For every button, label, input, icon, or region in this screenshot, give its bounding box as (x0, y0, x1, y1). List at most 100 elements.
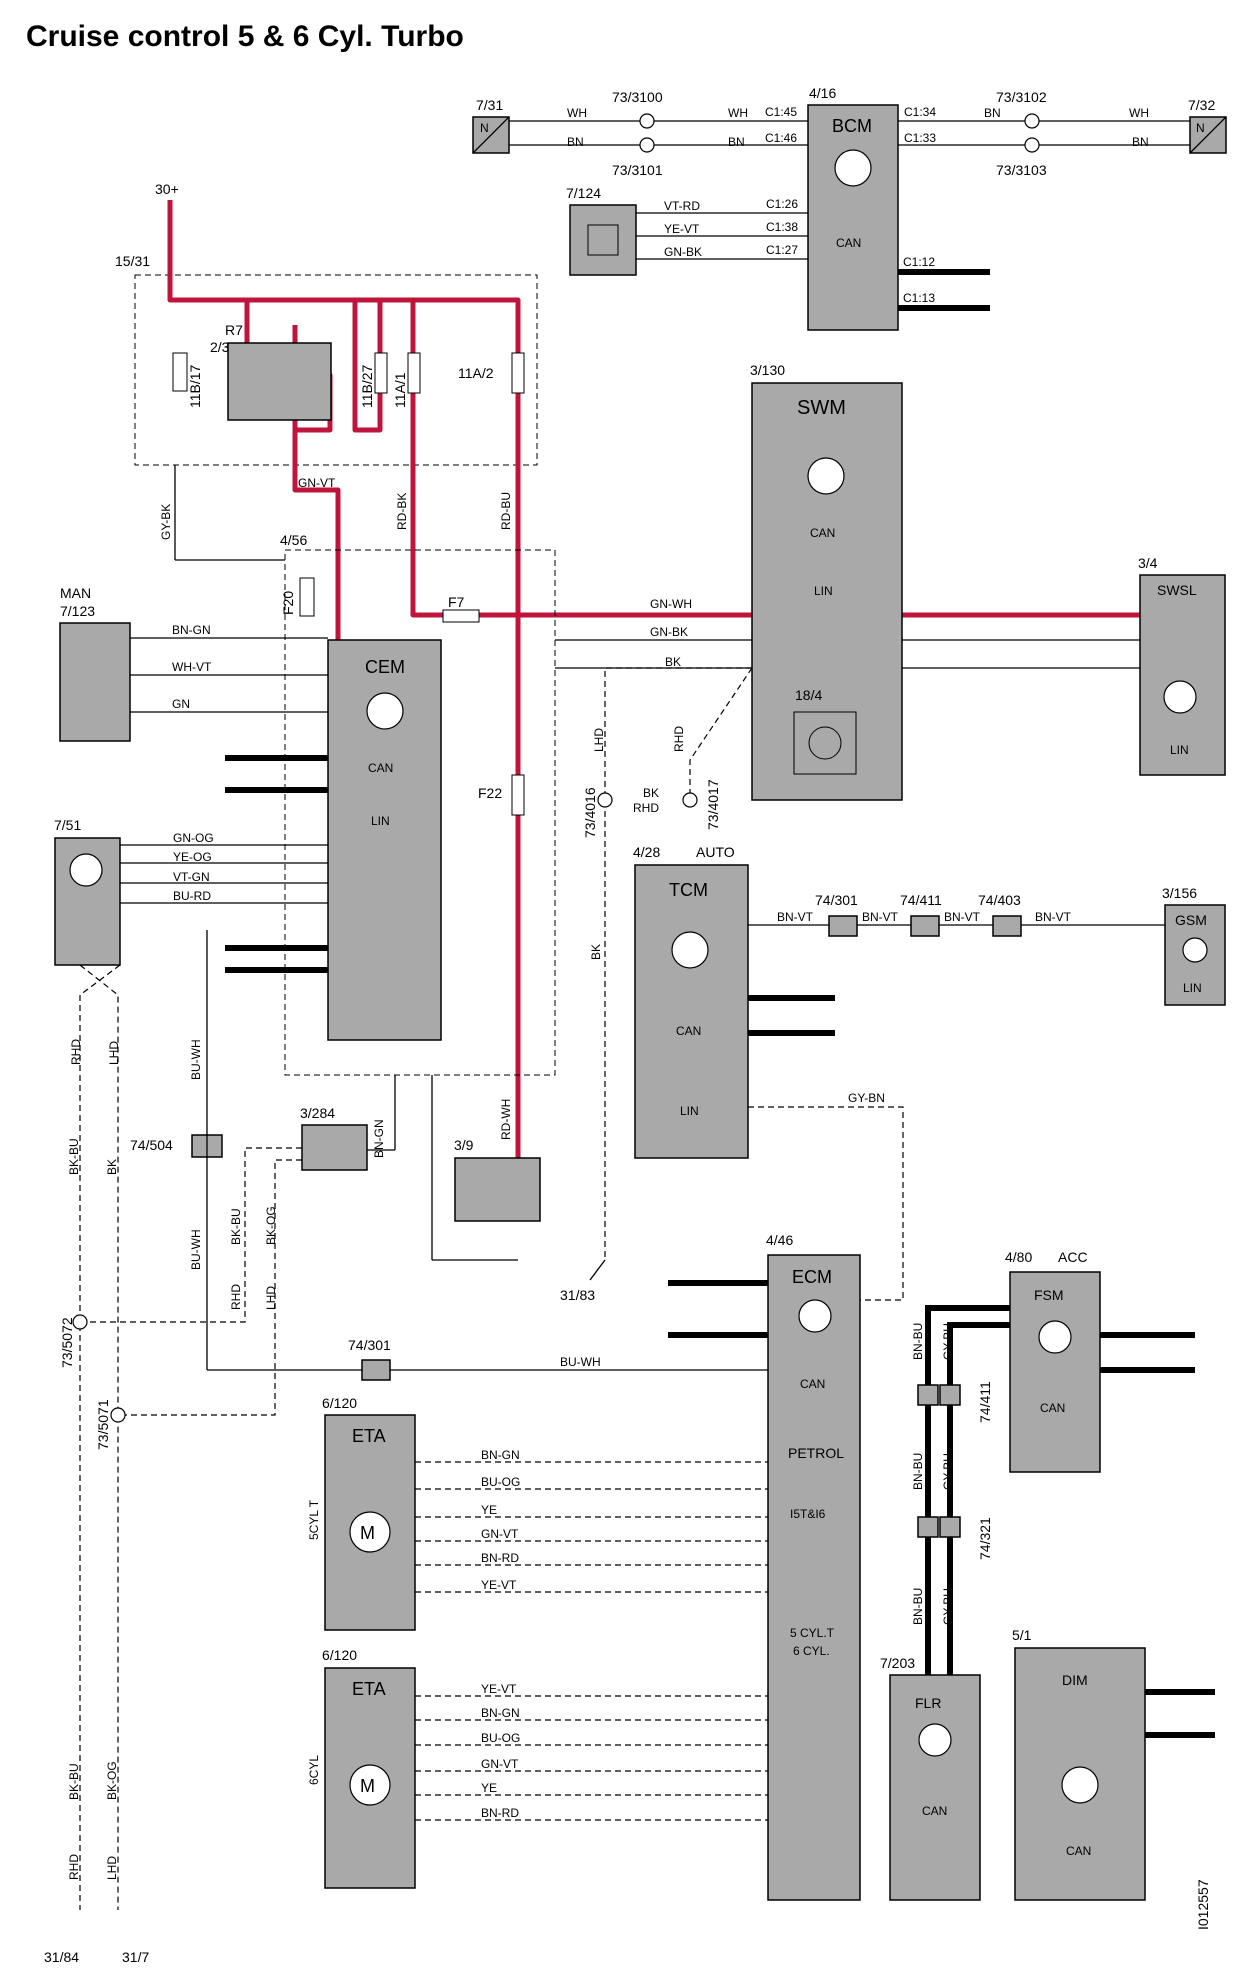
svg-text:C1:46: C1:46 (765, 131, 797, 145)
sensor-7-124: 7/124 VT-RD YE-VT GN-BK C1:26 C1:38 C1:2… (566, 185, 808, 276)
wire-label: BN-VT (862, 910, 899, 924)
wire-label: GY-BU (941, 1453, 955, 1490)
ecm-engine: I5T&I6 (790, 1507, 826, 1521)
dim-name: DIM (1062, 1672, 1088, 1688)
ecm-cyl1: 5 CYL.T (790, 1626, 835, 1640)
ecm-name: ECM (792, 1267, 832, 1287)
wire-label: BN-GN (172, 623, 211, 637)
gsm-name: GSM (1175, 912, 1207, 928)
transistor-icon (918, 1723, 952, 1757)
wire-label: YE-VT (664, 222, 700, 236)
splice-label: 73/5072 (59, 1317, 75, 1368)
wire-label: BN-VT (777, 910, 814, 924)
wire-label: BK (643, 786, 659, 800)
connector-label: 74/411 (977, 1381, 993, 1423)
wire-label: RHD (229, 1284, 243, 1310)
wire-label: BK-BU (67, 1763, 81, 1800)
sensor-7-31-ref: 7/31 (476, 97, 503, 113)
swm-ref: 3/130 (750, 362, 785, 378)
wire-label: BK-OG (264, 1206, 278, 1245)
svg-text:C1:34: C1:34 (904, 105, 936, 119)
sensor-7-51-ref: 7/51 (54, 817, 81, 833)
bcm-ref: 4/16 (809, 85, 836, 101)
motor-icon (349, 1764, 391, 1806)
eta-5cyl: 6/120 ETA M 5CYL T (307, 1395, 416, 1631)
fsm-tag: ACC (1058, 1249, 1088, 1265)
tcm-can: CAN (676, 1024, 701, 1038)
splice-3102 (1024, 113, 1040, 129)
splice-4016 (597, 792, 613, 808)
sensor-7-32-letter: N (1196, 121, 1205, 135)
fsm-module: 4/80 ACC FSM CAN (1005, 1249, 1101, 1473)
sensor-7-32: 7/32 N (1188, 97, 1227, 154)
wire-label: GY-BN (848, 1091, 885, 1105)
dim-can: CAN (1066, 1844, 1091, 1858)
man-name: MAN (60, 585, 91, 601)
label-30-plus: 30+ (155, 181, 179, 197)
page-title: Cruise control 5 & 6 Cyl. Turbo (26, 20, 464, 53)
man-7-123: MAN 7/123 BN-GN WH-VT GN (59, 585, 328, 742)
s3284-ref: 3/284 (300, 1105, 335, 1121)
transistor-icon (1182, 937, 1208, 963)
wire-label: GY-BU (941, 1588, 955, 1625)
connector-label: 74/301 (815, 892, 858, 908)
connector-label: 74/411 (900, 892, 942, 908)
transistor-icon (807, 457, 845, 495)
wire-label: BN-BU (911, 1323, 925, 1360)
wire-label: RHD (672, 726, 686, 752)
fuse-f20: F20 (280, 591, 296, 615)
sensor-7-32-ref: 7/32 (1188, 97, 1215, 113)
transistor-icon (671, 931, 709, 969)
splice-5072 (72, 1314, 88, 1330)
splice-label: 73/4016 (582, 787, 598, 838)
eta6-side: 6CYL (307, 1755, 321, 1785)
swsl-module: 3/4 SWSL LIN (1138, 555, 1226, 776)
wire-label: GN-BK (664, 245, 702, 259)
fuse-f7: F7 (448, 594, 465, 610)
wire-label: GN-VT (481, 1757, 519, 1771)
tcm-ref: 4/28 (633, 844, 660, 860)
swm-can: CAN (810, 526, 835, 540)
connector-label: 74/403 (978, 892, 1021, 908)
svg-text:C1:38: C1:38 (766, 220, 798, 234)
splice-label: 73/3102 (996, 89, 1047, 105)
connector-label: 74/504 (130, 1137, 173, 1153)
swm-name: SWM (797, 397, 846, 419)
wire-label: YE-OG (173, 850, 212, 864)
eta5-name: ETA (352, 1426, 386, 1446)
splice-5071 (110, 1407, 126, 1423)
eta5-side: 5CYL T (307, 1499, 321, 1540)
tcm-module: 4/28 AUTO TCM CAN LIN (633, 844, 749, 1159)
splice-4017 (682, 792, 698, 808)
wire-label: BN-VT (1035, 910, 1072, 924)
wire-label: GY-BU (941, 1323, 955, 1360)
swm-module: 3/130 SWM CAN LIN 18/4 (750, 362, 903, 801)
transistor-icon (366, 692, 404, 730)
wire-label: BN (567, 135, 584, 149)
wire-label: BK-BU (67, 1138, 81, 1175)
transistor-icon (69, 853, 103, 887)
power-feed (167, 200, 521, 610)
gsm-lin: LIN (1183, 981, 1202, 995)
wire-label: BN-GN (481, 1706, 520, 1720)
wire-label: BK-OG (105, 1761, 119, 1800)
wire-label: YE-VT (481, 1578, 517, 1592)
tcm-tag: AUTO (696, 844, 735, 860)
transistor-icon (798, 1299, 832, 1333)
splice-label: 73/4017 (705, 779, 721, 830)
bcm-can: CAN (836, 236, 861, 250)
fuse-11a2: 11A/2 (458, 365, 494, 381)
tcm-lin: LIN (680, 1104, 699, 1118)
swsl-name: SWSL (1157, 582, 1197, 598)
fuse-11a1: 11A/1 (392, 372, 408, 408)
splice-3101 (639, 137, 655, 153)
ecm-module: 4/46 ECM CAN PETROL I5T&I6 5 CYL.T 6 CYL… (766, 1232, 861, 1901)
sensor-7-124-ref: 7/124 (566, 185, 601, 201)
splice-3100 (639, 113, 655, 129)
cem-ref: 4/56 (280, 532, 307, 548)
s3284-box (301, 1124, 368, 1171)
eta5-wires: BN-GN BU-OG YE GN-VT BN-RD YE-VT (415, 1448, 768, 1593)
wire-label: YE (481, 1503, 497, 1517)
document-id: I012557 (1195, 1879, 1211, 1930)
wire-label: RHD (69, 1039, 83, 1065)
